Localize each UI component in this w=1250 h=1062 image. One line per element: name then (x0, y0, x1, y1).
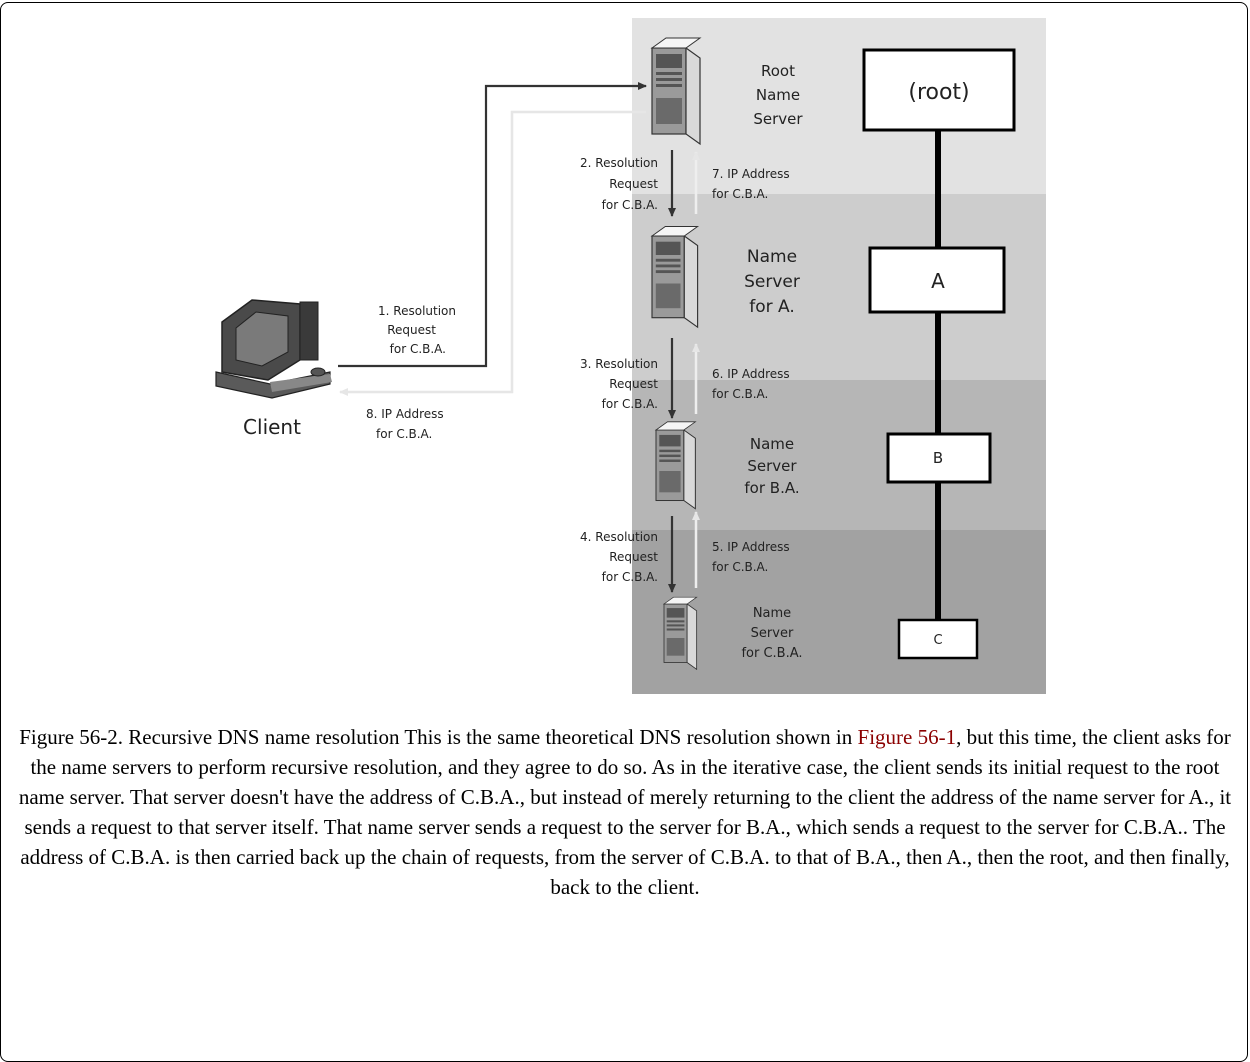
svg-text:2. Resolution: 2. Resolution (580, 156, 658, 170)
server-cba-label: Name Server for C.B.A. (741, 606, 802, 661)
svg-text:Request: Request (609, 550, 658, 564)
svg-text:1. Resolution: 1. Resolution (378, 304, 456, 318)
svg-text:5. IP Address: 5. IP Address (712, 540, 790, 554)
svg-text:(root): (root) (908, 80, 969, 105)
svg-text:Server: Server (751, 626, 794, 641)
svg-text:Name: Name (750, 435, 794, 453)
root-server-icon (651, 37, 701, 145)
server-ba-label: Name Server for B.A. (744, 435, 799, 497)
svg-text:C: C (933, 633, 942, 648)
dns-diagram: (root) A B C Root Name Server Name Serve… (215, 18, 1046, 694)
svg-text:for C.B.A.: for C.B.A. (602, 198, 658, 212)
client-computer-icon (215, 299, 332, 399)
svg-text:6. IP Address: 6. IP Address (712, 367, 790, 381)
svg-text:for C.B.A.: for C.B.A. (602, 570, 658, 584)
response-arrow-8 (339, 110, 646, 396)
root-server-label: Root Name Server (753, 62, 803, 128)
svg-text:Server: Server (747, 457, 797, 475)
server-a-icon (651, 225, 699, 328)
figure-caption: Figure 56-2. Recursive DNS name resoluti… (18, 722, 1232, 902)
svg-text:B: B (933, 449, 943, 467)
band-c-level (632, 530, 1046, 694)
server-a-label: Name Server for A. (744, 247, 800, 317)
svg-text:for C.B.A.: for C.B.A. (390, 342, 446, 356)
request-arrow-1 (338, 82, 647, 368)
svg-text:Name: Name (747, 247, 797, 267)
tree-node-root: (root) (862, 48, 1016, 132)
svg-text:3. Resolution: 3. Resolution (580, 357, 658, 371)
svg-text:for C.B.A.: for C.B.A. (712, 387, 768, 401)
step-5-label: 5. IP Address for C.B.A. (712, 540, 790, 574)
svg-text:Request: Request (609, 377, 658, 391)
svg-text:for C.B.A.: for C.B.A. (741, 646, 802, 661)
svg-text:for C.B.A.: for C.B.A. (602, 397, 658, 411)
svg-text:7. IP Address: 7. IP Address (712, 167, 790, 181)
step-3-label: 3. Resolution Request for C.B.A. (580, 357, 658, 411)
svg-text:Request: Request (609, 177, 658, 191)
step-6-label: 6. IP Address for C.B.A. (712, 367, 790, 401)
step-8-label: 8. IP Address for C.B.A. (366, 407, 444, 441)
step-4-label: 4. Resolution Request for C.B.A. (580, 530, 658, 584)
tree-node-c: C (897, 618, 979, 660)
svg-text:Server: Server (753, 110, 803, 128)
step-2-label: 2. Resolution Request for C.B.A. (580, 156, 658, 212)
figure-56-1-link[interactable]: Figure 56-1 (857, 725, 957, 749)
svg-text:for C.B.A.: for C.B.A. (712, 560, 768, 574)
svg-text:for C.B.A.: for C.B.A. (712, 187, 768, 201)
svg-text:for C.B.A.: for C.B.A. (376, 427, 432, 441)
server-ba-icon (655, 421, 696, 510)
svg-text:Request: Request (387, 323, 436, 337)
tree-node-b: B (886, 432, 992, 484)
svg-text:Server: Server (744, 272, 800, 292)
svg-text:8. IP Address: 8. IP Address (366, 407, 444, 421)
server-cba-icon (663, 596, 698, 670)
svg-text:Root: Root (761, 62, 795, 80)
svg-text:4. Resolution: 4. Resolution (580, 530, 658, 544)
svg-text:A: A (931, 269, 945, 293)
caption-text-1: Figure 56-2. Recursive DNS name resoluti… (19, 725, 858, 749)
client-label: Client (243, 415, 301, 439)
svg-text:Name: Name (753, 606, 791, 621)
svg-text:for B.A.: for B.A. (744, 479, 799, 497)
caption-text-2: , but this time, the client asks for the… (18, 725, 1232, 899)
step-1-label: 1. Resolution Request for C.B.A. (378, 304, 456, 356)
tree-node-a: A (868, 246, 1006, 314)
svg-text:for A.: for A. (749, 297, 795, 317)
step-7-label: 7. IP Address for C.B.A. (712, 167, 790, 201)
svg-text:Name: Name (756, 86, 800, 104)
